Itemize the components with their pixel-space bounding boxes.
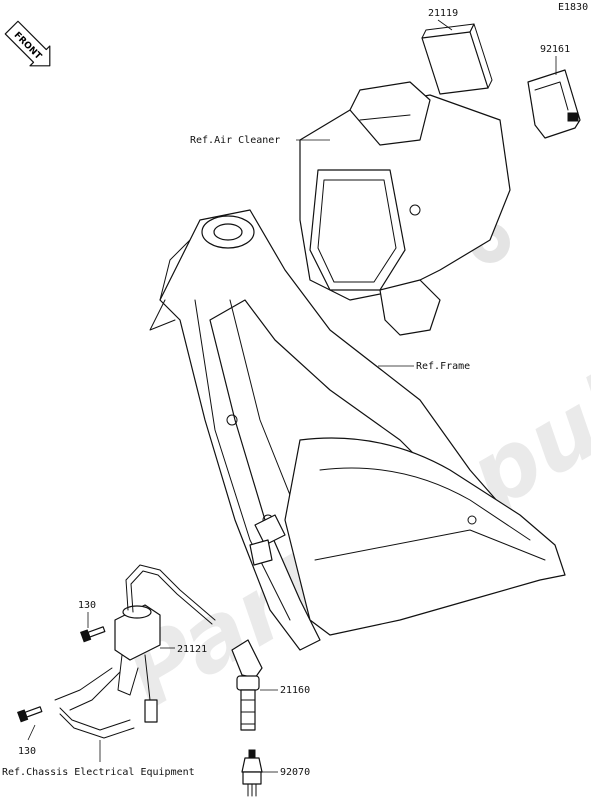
bolt-130-bottom [17, 706, 43, 723]
callouts: 21119 92161 Ref.Air Cleaner Ref.Frame 13… [2, 8, 570, 778]
callout-92161: 92161 [540, 44, 570, 55]
air-cleaner [299, 81, 511, 336]
callout-130-top: 130 [78, 600, 96, 611]
air-cleaner-opening [309, 169, 406, 291]
callout-21121: 21121 [177, 644, 207, 655]
leader-lines [27, 19, 557, 773]
callout-21119: 21119 [428, 8, 458, 19]
front-arrow-icon [4, 20, 51, 67]
callout-130-bottom: 130 [18, 746, 36, 757]
callout-21160: 21160 [280, 685, 310, 696]
part-21121-ignition-coil [54, 564, 216, 739]
callout-92070: 92070 [280, 767, 310, 778]
front-arrow-badge: FRONT [4, 20, 51, 67]
part-92070-spark-plug [241, 749, 263, 797]
diagram-code: E1830 [558, 2, 588, 13]
frame [149, 209, 566, 651]
callout-ref-frame: Ref.Frame [416, 361, 470, 372]
part-92161-bracket [527, 69, 581, 139]
callout-ref-air-cleaner: Ref.Air Cleaner [190, 135, 280, 146]
callout-ref-chassis: Ref.Chassis Electrical Equipment [2, 767, 195, 778]
part-21160-plug-cap [231, 639, 263, 731]
bolt-130-top [80, 626, 106, 643]
part-21119-module [421, 23, 493, 95]
